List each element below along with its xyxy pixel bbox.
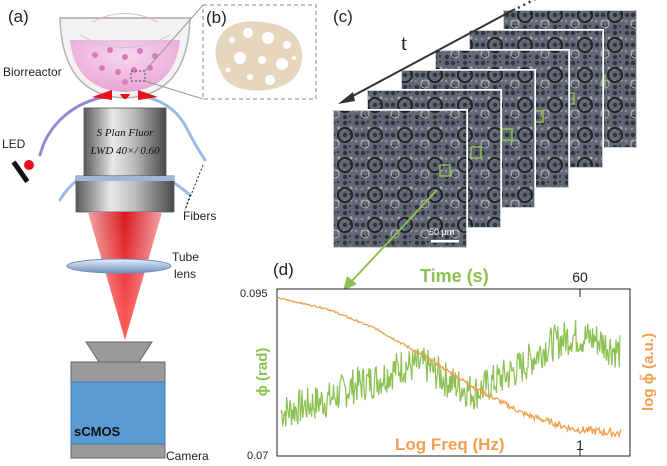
bottom-axis-label: Log Freq (Hz) xyxy=(395,435,505,454)
camera: sCMOS xyxy=(70,341,166,459)
roi-box xyxy=(470,146,482,159)
left-tick-top: 0.095 xyxy=(240,288,268,300)
zoom-arrow-head xyxy=(343,276,357,291)
panel-b-inset xyxy=(202,4,317,100)
left-tick-bottom: 0.07 xyxy=(247,450,268,462)
zoom-arrow xyxy=(349,189,438,284)
tube-lens-label-1: Tube xyxy=(172,250,199,264)
led-icon xyxy=(11,160,34,183)
led-label: LED xyxy=(2,137,26,151)
right-axis-label: log ϕ̃ (a.u.) xyxy=(639,333,657,411)
time-label: t xyxy=(401,30,407,55)
time-arrow xyxy=(348,8,516,99)
bioreactor-label: Biorreactor xyxy=(3,65,62,79)
fibers-label: Fibers xyxy=(183,209,216,223)
time-series-line xyxy=(280,319,621,427)
fiber-tip xyxy=(138,90,158,100)
light-beam-glow xyxy=(88,212,162,340)
tube-lens-label-2: lens xyxy=(174,267,196,281)
timelapse-frames: 50 µm xyxy=(332,9,638,249)
scale-bar xyxy=(431,240,459,243)
objective-lens: S Plan Fluor LWD 40×/ 0.60 xyxy=(75,107,175,213)
fibers-pointer xyxy=(184,164,204,211)
camera-label: Camera xyxy=(166,449,209,463)
panel-label-c: (c) xyxy=(333,7,353,26)
left-axis-label: ϕ (rad) xyxy=(254,348,271,397)
roi-box xyxy=(439,164,451,177)
bottom-tick-label: 1 xyxy=(576,437,584,453)
panel-label-a: (a) xyxy=(8,7,29,26)
zoom-line xyxy=(144,80,204,100)
top-axis-label: Time (s) xyxy=(420,266,489,286)
top-tick-label: 60 xyxy=(572,269,588,285)
scale-bar-label: 50 µm xyxy=(429,227,454,237)
tube-lens xyxy=(66,258,172,274)
timelapse-frame: 50 µm xyxy=(332,109,468,249)
bioreactor-dish xyxy=(59,13,191,99)
series-layer xyxy=(278,296,622,439)
time-arrow-dots xyxy=(517,0,537,10)
spectrum-line xyxy=(278,296,622,439)
objective-label-1: S Plan Fluor xyxy=(97,127,155,139)
objective-label-2: LWD 40×/ 0.60 xyxy=(89,145,160,157)
time-arrow-head xyxy=(338,92,355,104)
fibers-pointer xyxy=(184,194,191,211)
fiber-tip xyxy=(92,90,112,100)
panel-label-b: (b) xyxy=(206,8,227,27)
camera-sensor-label: sCMOS xyxy=(74,424,121,439)
zoom-line xyxy=(144,4,204,72)
panel-label-d: (d) xyxy=(273,260,294,279)
